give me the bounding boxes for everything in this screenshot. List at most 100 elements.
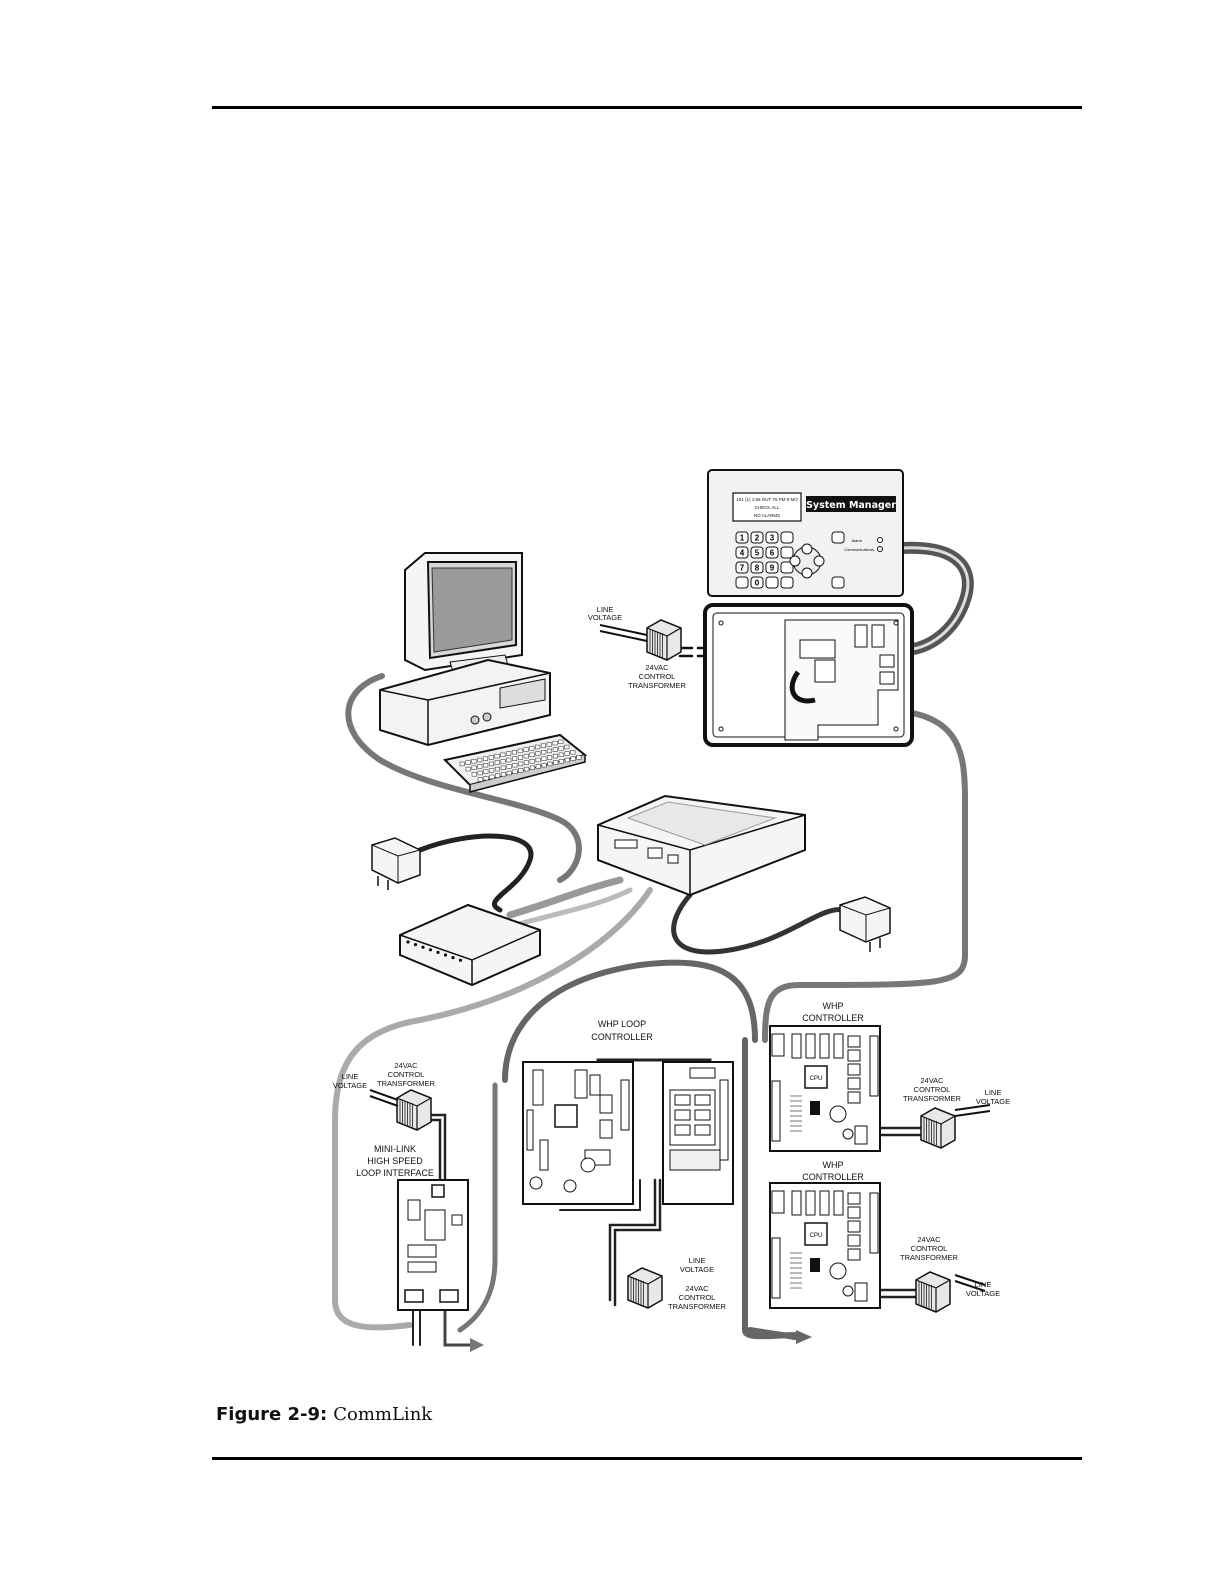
keyboard-key [558, 746, 564, 751]
sm-key-label: 3 [770, 534, 775, 543]
transformer [915, 1271, 951, 1313]
sm-function-key [780, 531, 794, 544]
sm-key [765, 531, 779, 544]
keyboard-key [512, 756, 518, 761]
keyboard-key [500, 752, 506, 758]
label-line-voltage-ml-2: VOLTAGE [333, 1081, 367, 1090]
loop-bus-cable [502, 959, 758, 1083]
label-xfmr-ml-3: TRANSFORMER [377, 1079, 436, 1088]
keyboard-key [558, 752, 564, 758]
keyboard-key [558, 739, 564, 745]
alarm-led [877, 537, 883, 543]
labels: LINE VOLTAGE 24VAC CONTROL TRANSFORMER L… [333, 605, 1010, 1311]
modem-led [443, 953, 448, 957]
label-xfmr-whp1-3: TRANSFORMER [903, 1094, 962, 1103]
keyboard-key [535, 751, 541, 756]
keyboard-key [489, 768, 495, 773]
keyboard-key [529, 752, 535, 758]
line-voltage-lead [954, 1104, 991, 1111]
keyboard-key [494, 766, 501, 772]
keyboard-key [518, 761, 524, 767]
modem-led [428, 948, 433, 952]
label-minilink-2: HIGH SPEED [367, 1156, 423, 1166]
label-xfmr-ml-2: CONTROL [388, 1070, 425, 1079]
label-whp2-1: WHP [823, 1160, 844, 1170]
header-rule [212, 106, 1082, 109]
keyboard-key [523, 747, 529, 752]
label-line-voltage-lc-2: VOLTAGE [680, 1265, 714, 1274]
keyboard-key [477, 777, 483, 782]
figure-title: CommLink [333, 1404, 433, 1425]
keyboard-key [506, 770, 512, 776]
keyboard-key [494, 753, 500, 759]
label-line-voltage-sm-2: VOLTAGE [588, 613, 622, 622]
sm-key-label: 7 [740, 564, 745, 573]
label-xfmr-whp2-1: 24VAC [917, 1235, 941, 1244]
label-xfmr-whp2-2: CONTROL [911, 1244, 948, 1253]
display-line-2: CHECK ALL [755, 505, 780, 510]
whp-loop-controller: WHP LOOP CONTROLLER [522, 1019, 734, 1205]
sm-key [765, 546, 779, 559]
label-line-voltage-whp2-1: LINE [975, 1280, 992, 1289]
keyboard-key [564, 744, 570, 750]
figure-number: Figure 2-9: [216, 1404, 328, 1425]
sm-key [735, 546, 749, 559]
keyboard-key [500, 772, 507, 777]
sm-key [765, 561, 779, 574]
keyboard-key [541, 749, 547, 755]
transformer [627, 1267, 663, 1309]
keyboard-key [506, 764, 512, 769]
keyboard-key [494, 760, 500, 765]
label-line-voltage-ml-1: LINE [342, 1072, 359, 1081]
label-line-voltage-whp2-2: VOLTAGE [966, 1289, 1000, 1298]
system-manager-backplate [703, 603, 914, 747]
sm-key [735, 576, 749, 589]
keyboard-key [524, 766, 530, 772]
comm-adapter-cable [671, 892, 848, 955]
modem-led [436, 950, 440, 955]
system-manager-display: 101 (1) 1:56 OUT 76 PM 9 MO CHECK ALL NO… [707, 469, 904, 597]
transformer [920, 1107, 956, 1149]
minilink-interface [397, 1179, 469, 1311]
keyboard-key [540, 743, 547, 748]
modem-led [451, 956, 455, 960]
label-xfmr-sm-3: TRANSFORMER [628, 681, 687, 690]
label-xfmr-lc-1: 24VAC [685, 1284, 709, 1293]
label-xfmr-sm-1: 24VAC [645, 663, 669, 672]
keyboard-key [489, 774, 495, 780]
keyboard-key [465, 760, 471, 765]
keyboard-key [506, 757, 512, 763]
line-voltage-lead [369, 1089, 399, 1101]
label-line-voltage-whp1-1: LINE [985, 1088, 1002, 1097]
footer-rule [212, 1457, 1082, 1460]
sm-key-label: 4 [740, 549, 745, 558]
keyboard-key [541, 756, 547, 761]
pc-comm-cable [345, 673, 582, 883]
sm-key-label: 2 [755, 534, 760, 543]
keyboard-key [471, 772, 477, 777]
sm-key-label: 8 [755, 564, 760, 573]
keyboard-key [495, 773, 501, 778]
keyboard-key [564, 751, 570, 756]
whp-controller-2: CPU [769, 1182, 881, 1309]
keyboard-key [564, 757, 570, 763]
keyboard-key [512, 769, 518, 774]
keyboard-key [541, 762, 547, 768]
cpu-label: CPU [810, 1076, 823, 1082]
keyboard-key [482, 756, 489, 761]
transformer [396, 1089, 432, 1131]
keyboard-key [465, 766, 471, 772]
label-minilink-3: LOOP INTERFACE [356, 1168, 434, 1178]
keyboard-key [552, 747, 558, 752]
keyboard-key [477, 764, 483, 769]
power-adapter-2 [839, 896, 891, 952]
sm-key-label: 9 [770, 564, 775, 573]
keyboard-key [506, 751, 512, 756]
label-line-voltage-whp1-2: VOLTAGE [976, 1097, 1010, 1106]
keyboard-key [471, 759, 477, 764]
keyboard-key [523, 760, 530, 765]
keyboard-key [483, 775, 489, 781]
keyboard-key [459, 761, 465, 767]
commlink-unit [597, 794, 806, 897]
